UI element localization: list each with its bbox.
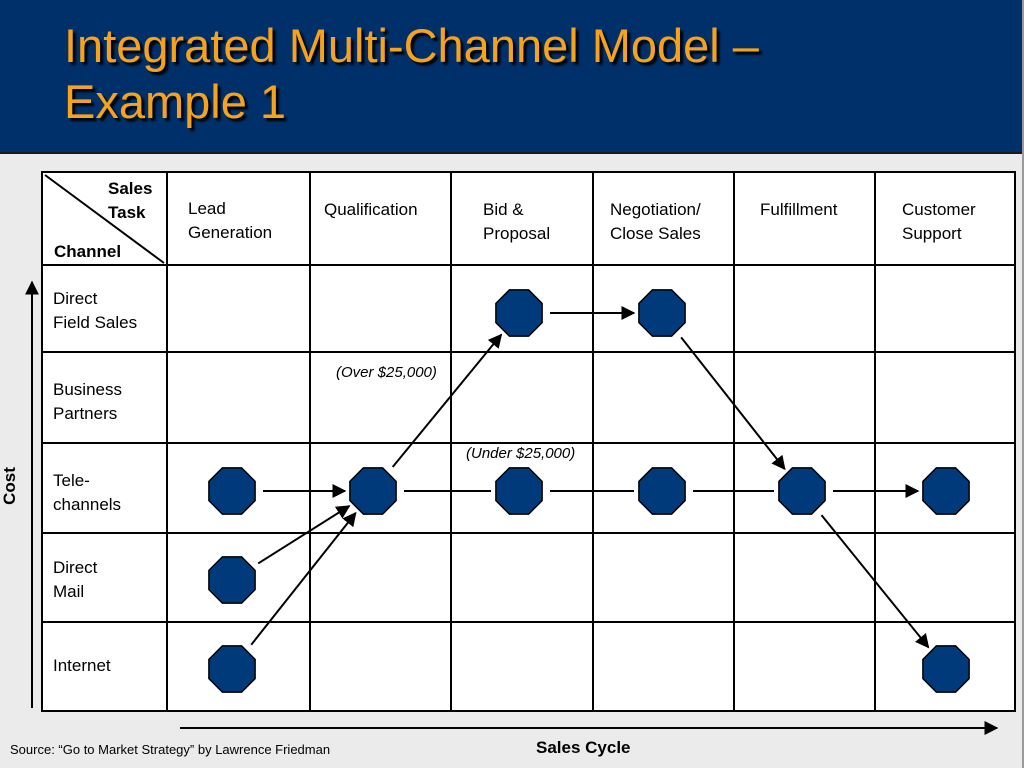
task-header-qualification: Qualification xyxy=(324,200,418,219)
annotation-under-25000: (Under $25,000) xyxy=(466,445,576,462)
right-edge-rule xyxy=(1022,0,1024,768)
task-header-customer-support: Customer Support xyxy=(902,200,976,243)
source-citation: Source: “Go to Market Strategy” by Lawre… xyxy=(10,742,331,757)
node-octagon-sup-tele xyxy=(922,467,970,515)
task-header-negotiation: Negotiation/ Close Sales xyxy=(610,200,701,243)
page-title: Integrated Multi-Channel Model – Example… xyxy=(64,19,759,128)
node-octagon-neg-field xyxy=(638,289,686,337)
node-octagon-neg-tele xyxy=(638,467,686,515)
flow-arrows xyxy=(250,306,930,649)
grid-border xyxy=(41,171,1016,712)
corner-label-channel: Channel xyxy=(54,242,122,261)
node-octagon-lead-internet xyxy=(208,645,256,693)
task-header-fulfillment: Fulfillment xyxy=(760,200,838,219)
flow-arrow-neg-field-to-ful-tele xyxy=(680,336,786,471)
grid-lines xyxy=(41,171,1016,712)
annotation-over-25000: (Over $25,000) xyxy=(336,364,437,381)
channel-label-telechannels: Tele- channels xyxy=(53,471,122,514)
channel-label-direct-field-sales: Direct Field Sales xyxy=(53,289,138,332)
title-banner: Integrated Multi-Channel Model – Example… xyxy=(0,0,1024,154)
channel-nodes xyxy=(208,289,970,693)
x-axis-label-sales-cycle: Sales Cycle xyxy=(536,738,631,757)
node-octagon-qual-tele xyxy=(349,467,397,515)
node-octagon-bid-field xyxy=(495,289,543,337)
channel-label-direct-mail: Direct Mail xyxy=(53,558,98,601)
flow-arrow-lead-mail-to-qual-tele xyxy=(257,505,351,565)
flow-arrow-ful-tele-to-sup-internet xyxy=(820,514,930,649)
node-octagon-sup-internet xyxy=(922,645,970,693)
task-header-bid-proposal: Bid & Proposal xyxy=(483,200,551,243)
channel-label-internet: Internet xyxy=(53,656,111,675)
node-octagon-ful-tele xyxy=(778,467,826,515)
corner-label-sales-task: Sales Task xyxy=(108,179,153,222)
node-octagon-bid-tele xyxy=(495,467,543,515)
grid-background xyxy=(42,172,1015,711)
node-octagon-lead-tele xyxy=(208,467,256,515)
flow-arrow-lead-internet-to-qual-tele xyxy=(250,511,357,646)
task-header-lead-generation: Lead Generation xyxy=(188,199,273,242)
y-axis-label-cost: Cost xyxy=(0,467,19,505)
flow-arrow-qual-tele-to-bid-field xyxy=(391,333,503,468)
corner-diagonal xyxy=(44,174,165,264)
axes xyxy=(25,280,999,735)
node-octagon-lead-mail xyxy=(208,556,256,604)
channel-label-business-partners: Business Partners xyxy=(53,380,122,423)
